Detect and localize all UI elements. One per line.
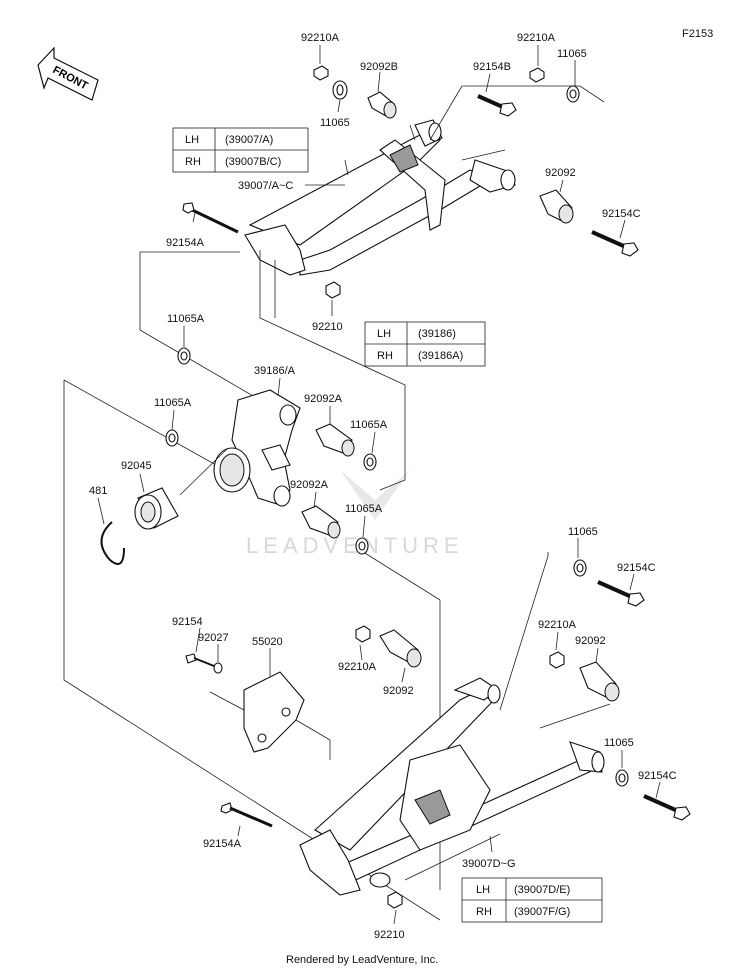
table-lower-rh-part: (39007F/G) <box>514 906 570 918</box>
washer-11065-4 <box>615 769 629 787</box>
table-upper-rh-part: (39007B/C) <box>225 156 281 168</box>
lower-arm-assembly <box>299 677 605 896</box>
label-11065-1: 11065 <box>320 117 350 129</box>
label-11065A-2: 11065A <box>154 397 192 409</box>
bushing-92092-1 <box>539 189 574 224</box>
table-lower-lh-part: (39007D/E) <box>514 884 570 896</box>
table-upper-rh-side: RH <box>185 156 201 168</box>
label-92092-1: 92092 <box>545 167 576 179</box>
nut-92210-2 <box>387 891 403 909</box>
label-92154C-2: 92154C <box>617 562 656 574</box>
knuckle-leaders <box>97 326 376 538</box>
washer-11065A-4 <box>355 537 369 555</box>
bolt-92154A-2 <box>220 802 273 828</box>
label-92210A-2: 92210A <box>517 32 556 44</box>
washer-92027 <box>213 662 223 674</box>
knuckle-39186 <box>213 389 301 507</box>
table-lower-rh-side: RH <box>476 906 492 918</box>
bushing-92092A-2 <box>301 505 341 539</box>
table-upper-lh-side: LH <box>185 134 199 146</box>
label-11065-2: 11065 <box>557 48 587 60</box>
label-11065-3: 11065 <box>568 526 598 538</box>
guard-55020 <box>243 671 305 753</box>
nut-92210-1 <box>325 281 341 299</box>
label-92027: 92027 <box>198 632 229 644</box>
nut-92210A-1 <box>313 65 329 81</box>
footer-credit: Rendered by LeadVenture, Inc. <box>286 954 438 966</box>
table-knuckle-lh-part: (39186) <box>418 328 456 340</box>
washer-11065-2 <box>566 85 580 103</box>
watermark: LEADVENTURE <box>246 470 464 558</box>
lower-leaders <box>195 538 661 925</box>
label-92154B: 92154B <box>473 61 511 73</box>
label-39007DG: 39007D~G <box>462 858 516 870</box>
washer-11065-3 <box>573 559 587 577</box>
label-92092A-1: 92092A <box>304 393 343 405</box>
washer-11065A-2 <box>165 429 179 447</box>
bushing-92092-3 <box>579 661 620 702</box>
nut-92210A-4 <box>549 651 565 669</box>
bolt-92154B <box>477 94 517 117</box>
label-92154C-1: 92154C <box>602 208 641 220</box>
front-arrow-icon: FRONT <box>37 46 99 101</box>
bearing-92045 <box>134 487 179 530</box>
nut-92210A-3 <box>355 625 371 643</box>
washer-11065-1 <box>332 80 348 100</box>
lower-labels: 11065 92154C 92154 92027 55020 92210A 92… <box>172 526 677 941</box>
table-lower-lh-side: LH <box>476 884 490 896</box>
circlip-481 <box>100 521 125 565</box>
upper-leaders <box>192 45 626 316</box>
label-92045: 92045 <box>121 460 152 472</box>
label-11065A-1: 11065A <box>167 313 205 325</box>
bolt-92154C-1 <box>591 230 639 257</box>
table-upper-arm: LH (39007/A) RH (39007B/C) <box>172 127 309 173</box>
label-39007AC: 39007/A~C <box>238 180 293 192</box>
bolt-92154A-1 <box>182 202 239 234</box>
table-knuckle-lh-side: LH <box>377 328 391 340</box>
label-92210-1: 92210 <box>312 321 343 333</box>
label-92154C-3: 92154C <box>638 770 677 782</box>
label-11065-4: 11065 <box>604 737 634 749</box>
label-92092-3: 92092 <box>575 635 606 647</box>
label-11065A-3: 11065A <box>350 419 388 431</box>
table-knuckle: LH (39186) RH (39186A) <box>364 321 486 367</box>
label-92210-2: 92210 <box>374 929 405 941</box>
washer-11065A-3 <box>363 453 377 471</box>
figure-code: F2153 <box>682 28 713 40</box>
table-upper-lh-part: (39007/A) <box>225 134 273 146</box>
bolt-92154C-3 <box>643 794 691 821</box>
upper-labels: 92210A 92092B 11065 92154B 92210A 11065 … <box>166 32 641 333</box>
bushing-92092A-1 <box>315 423 355 457</box>
watermark-text: LEADVENTURE <box>246 533 464 558</box>
nut-92210A-2 <box>529 67 545 83</box>
label-55020: 55020 <box>252 636 283 648</box>
label-481: 481 <box>89 485 107 497</box>
label-92154A-2: 92154A <box>203 838 242 850</box>
knuckle-labels: 11065A 39186/A 11065A 92092A 11065A 9204… <box>89 313 388 515</box>
upper-arm-assembly <box>244 119 516 276</box>
label-39186A: 39186/A <box>254 365 296 377</box>
washer-11065A-1 <box>177 347 191 365</box>
table-knuckle-rh-side: RH <box>377 350 393 362</box>
label-92210A-4: 92210A <box>538 619 577 631</box>
label-92092B: 92092B <box>360 61 398 73</box>
table-knuckle-rh-part: (39186A) <box>418 350 463 362</box>
bolt-92154C-2 <box>597 580 645 607</box>
label-92092A-2: 92092A <box>290 479 329 491</box>
bolt-92154-small <box>185 653 215 667</box>
label-92154A-1: 92154A <box>166 237 205 249</box>
label-92210A-1: 92210A <box>301 32 340 44</box>
label-92154: 92154 <box>172 616 203 628</box>
label-11065A-4: 11065A <box>345 503 383 515</box>
label-92210A-3: 92210A <box>338 661 377 673</box>
label-92092-2: 92092 <box>383 685 414 697</box>
table-lower-arm: LH (39007D/E) RH (39007F/G) <box>461 877 603 923</box>
bushing-92092B <box>367 91 397 119</box>
bushing-92092-2 <box>379 629 422 668</box>
